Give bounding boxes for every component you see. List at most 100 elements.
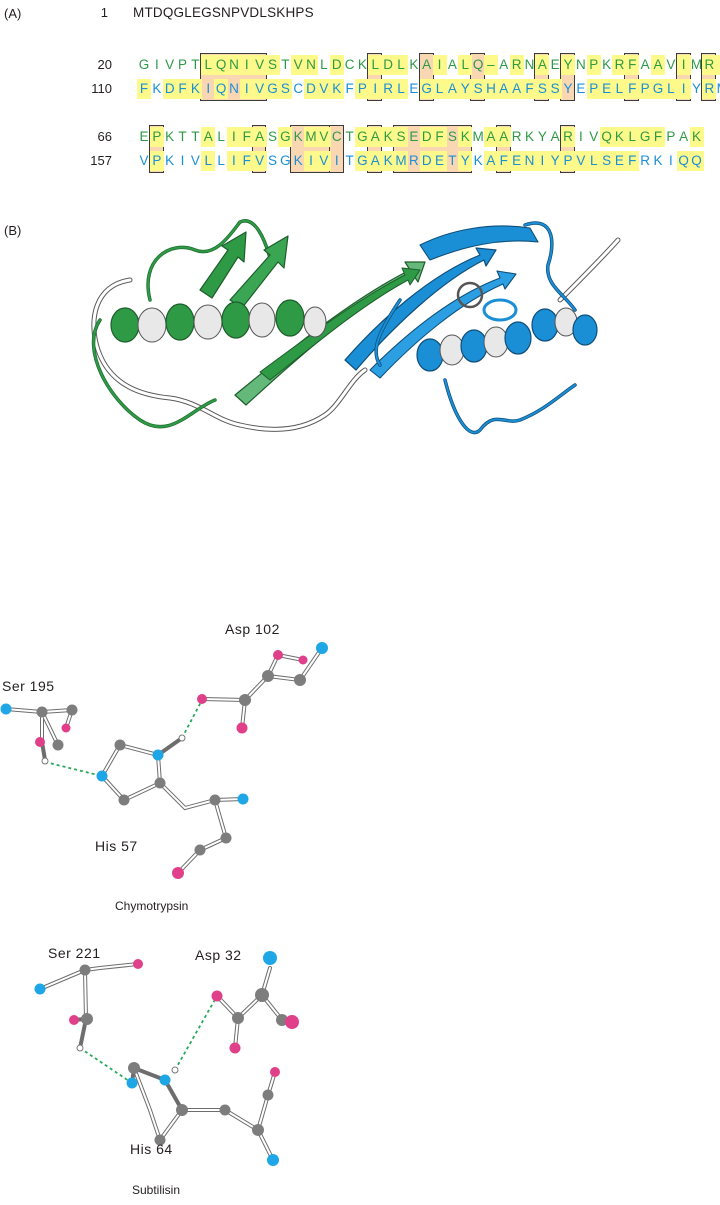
residue: N (229, 81, 239, 96)
residue: G (278, 127, 293, 147)
residue: K (381, 127, 396, 147)
blue-helix (416, 281, 598, 372)
residue: A (368, 151, 383, 171)
residue: D (419, 151, 434, 171)
residue: I (368, 79, 383, 99)
residue-label-ser-195: Ser 195 (2, 678, 55, 694)
residue: L (217, 153, 225, 168)
residue: Q (472, 57, 484, 72)
residue: R (640, 153, 651, 168)
residue: L (612, 79, 627, 99)
residue: S (278, 79, 293, 99)
residue: S (265, 55, 280, 75)
residue: K (689, 127, 704, 147)
residue: A (550, 129, 560, 144)
residue: Y (548, 151, 563, 171)
residue: A (422, 57, 432, 72)
residue: P (586, 79, 601, 99)
residue: V (252, 151, 267, 171)
residue: K (188, 79, 203, 99)
residue: F (432, 127, 447, 147)
residue: G (651, 79, 665, 99)
residue: S (599, 151, 614, 171)
residue: N (226, 55, 241, 75)
residue: L (458, 55, 473, 75)
hbond-line (181, 699, 203, 739)
residue: Y (692, 81, 702, 96)
residue: Y (458, 79, 473, 99)
coil-left (91, 277, 368, 432)
residue: F (137, 79, 151, 99)
residue: G (638, 127, 653, 147)
residue: Y (561, 55, 576, 75)
sequence-number: 1 (100, 5, 108, 20)
residue: R (509, 55, 524, 75)
residue: P (178, 57, 188, 72)
residue: I (304, 151, 319, 171)
residue: N (522, 151, 537, 171)
residue: E (612, 151, 627, 171)
sequence-number: 157 (90, 153, 112, 168)
residue: K (357, 57, 367, 72)
residue: K (409, 57, 419, 72)
residue: K (165, 129, 175, 144)
residue: F (522, 79, 537, 99)
panel-a-label: (A) (4, 6, 22, 21)
hbond-line (44, 761, 103, 777)
residue: V (573, 151, 588, 171)
residue: F (625, 79, 640, 99)
residue: I (715, 55, 720, 75)
residue: I (668, 153, 673, 168)
residue: P (561, 151, 576, 171)
sequence-number: 20 (97, 57, 112, 72)
residue: I (226, 151, 241, 171)
residue: D (162, 79, 177, 99)
residue: G (280, 153, 291, 168)
residue: I (154, 57, 159, 72)
enzyme-name-chymotrypsin: Chymotrypsin (115, 899, 189, 913)
residue: I (535, 151, 550, 171)
residue: A (445, 79, 460, 99)
green-helix (110, 299, 327, 343)
residue: F (625, 151, 640, 171)
residue: G (265, 79, 280, 99)
atoms (0, 642, 328, 879)
residue: I (180, 153, 185, 168)
sequence-number: 110 (91, 81, 112, 96)
residue: A (447, 57, 457, 72)
residue: D (304, 79, 319, 99)
residue: L (201, 151, 216, 171)
residue: L (394, 55, 408, 75)
residue: R (511, 129, 522, 144)
residue: I (676, 79, 691, 99)
residue: V (589, 129, 599, 144)
residue: F (651, 127, 665, 147)
residue: I (206, 81, 211, 96)
residue: V (139, 153, 149, 168)
residue: T (191, 57, 200, 72)
residue: T (191, 129, 200, 144)
residue: R (561, 127, 576, 147)
residue: R (408, 153, 419, 168)
residue: K (152, 81, 162, 96)
residue: K (293, 129, 303, 144)
protein-ribbon (91, 219, 621, 435)
residue: V (316, 151, 331, 171)
residue: Q (599, 127, 614, 147)
sequence-number: 66 (97, 129, 112, 144)
residue: L (201, 55, 216, 75)
residue: G (419, 79, 434, 99)
residue: F (345, 81, 354, 96)
residue: E (409, 81, 419, 96)
panel-b-label: (B) (4, 223, 22, 238)
residue: A (496, 127, 511, 147)
residue: A (201, 127, 216, 147)
residue: A (368, 127, 383, 147)
residue: S (267, 153, 277, 168)
residue: P (638, 79, 653, 99)
residue: R (381, 79, 396, 99)
residue: L (625, 127, 640, 147)
